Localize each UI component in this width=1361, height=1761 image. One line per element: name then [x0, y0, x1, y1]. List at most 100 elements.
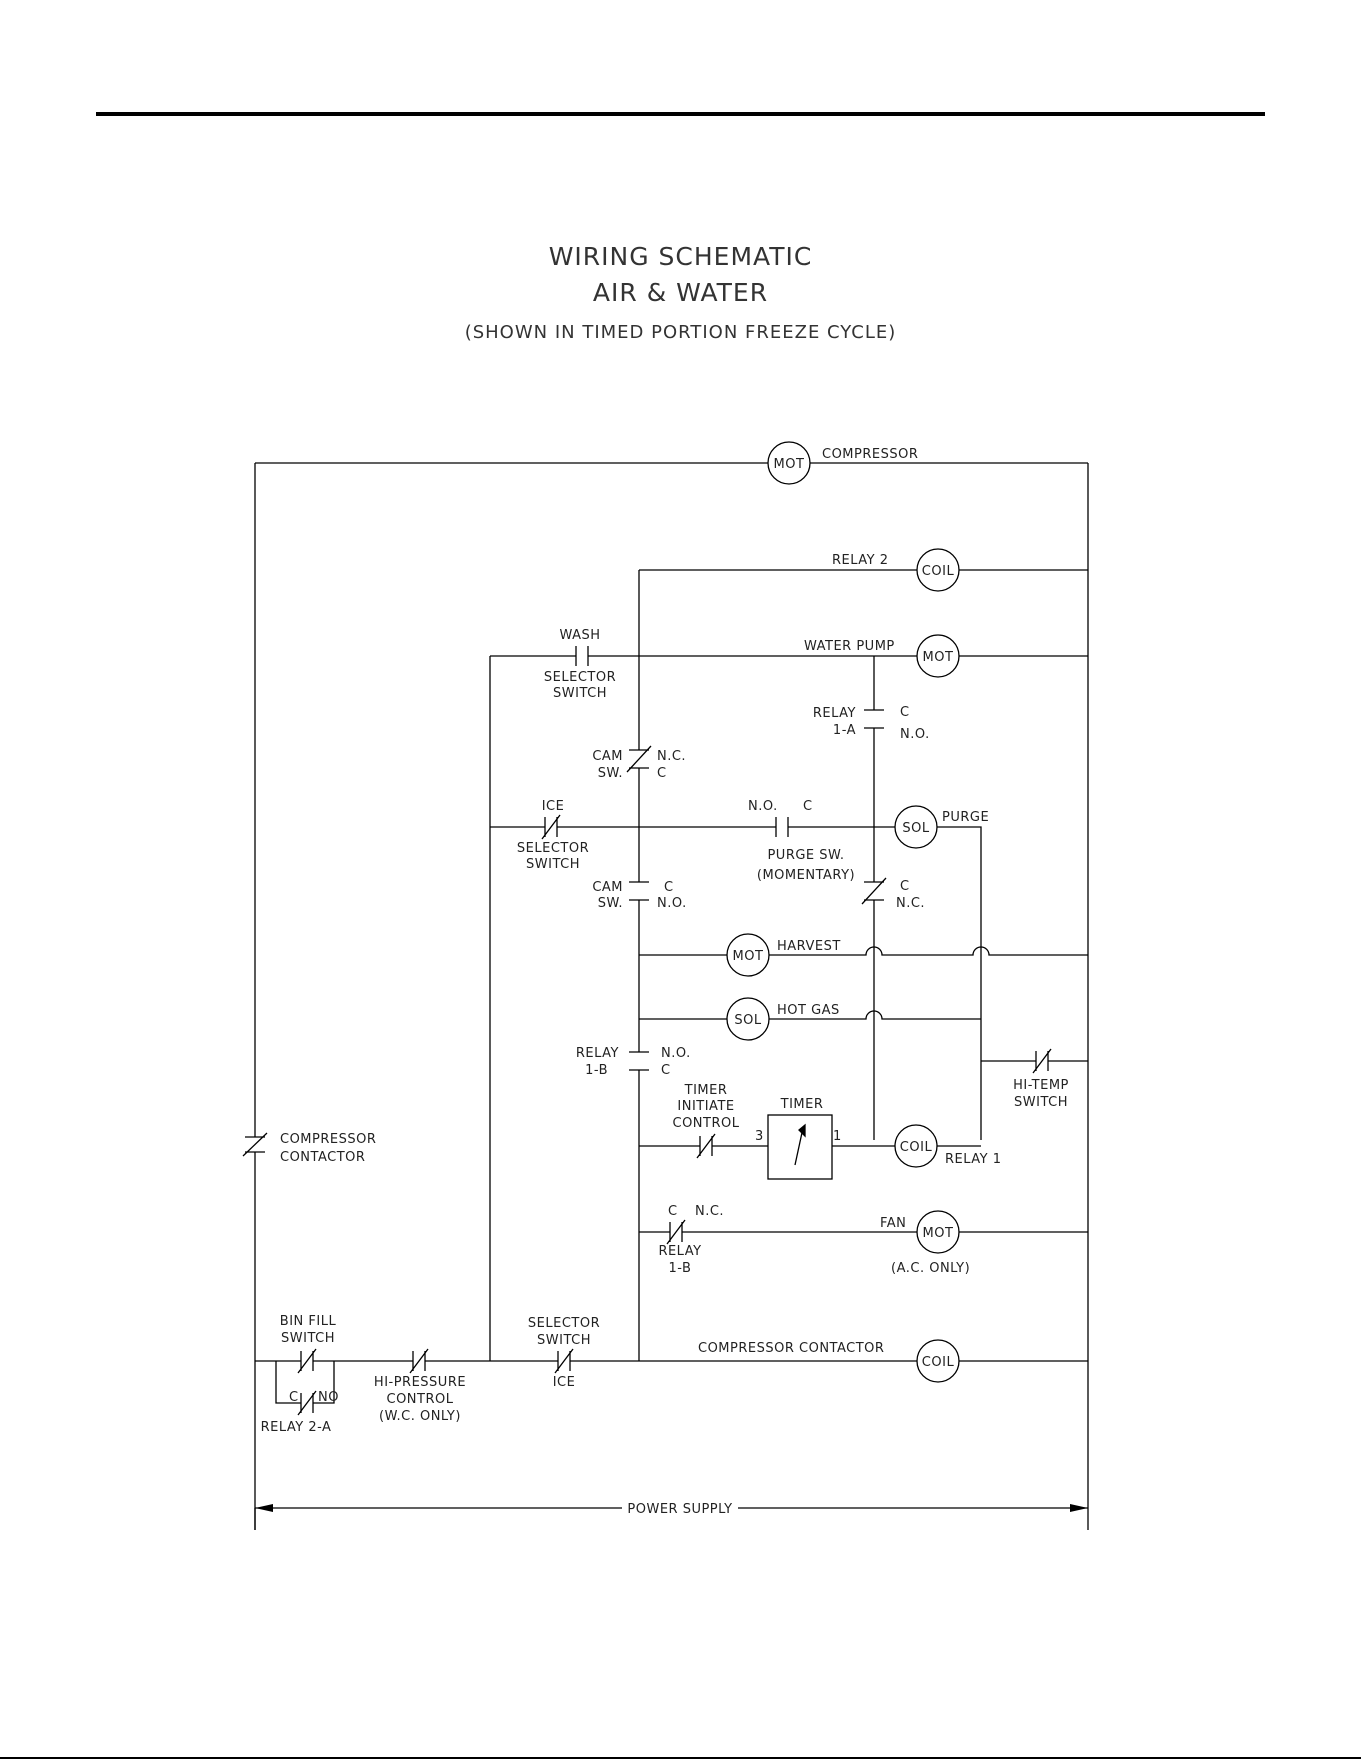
timer-initiate-1: TIMER [684, 1083, 728, 1098]
relay-1a-contact [864, 709, 884, 729]
ice-selector-label-1: SELECTOR [517, 841, 589, 856]
wash-selector-label-2: SWITCH [553, 686, 607, 701]
hi-pressure-contact [409, 1348, 429, 1374]
diagram-note: (SHOWN IN TIMED PORTION FREEZE CYCLE) [464, 322, 897, 343]
relay1-label: RELAY 1 [945, 1152, 1002, 1167]
cam1-pin-2: C [657, 766, 667, 781]
cam-switch-2-contact [629, 881, 649, 901]
compressor-label: COMPRESSOR [822, 447, 918, 462]
cam2-label-1: CAM [592, 880, 623, 895]
bottom-rule [0, 1757, 1361, 1759]
relay2-coil-text: COIL [922, 564, 955, 579]
fan-relay-pin-2: N.C. [695, 1204, 724, 1219]
water-pump-motor-circle [916, 634, 960, 678]
cam-switch-1-contact [626, 745, 652, 773]
purge-solenoid-circle [894, 805, 938, 849]
hot-gas-sol-text: SOL [734, 1013, 761, 1028]
arrow-left [255, 1504, 273, 1512]
bin-fill-label-2: SWITCH [281, 1331, 335, 1346]
compressor-contactor-coil-circle [916, 1339, 960, 1383]
ice-label: ICE [542, 799, 565, 814]
fan-note: (A.C. ONLY) [891, 1261, 970, 1276]
purge-sw-pin-2: C [803, 799, 813, 814]
wash-selector-contact [575, 646, 589, 666]
purge-sw-label-2: (MOMENTARY) [757, 868, 855, 883]
selector-ice-label-2: SWITCH [537, 1333, 591, 1348]
selector-ice-label-1: SELECTOR [528, 1316, 600, 1331]
fan-label: FAN [880, 1216, 906, 1231]
nc-right-contact [861, 877, 887, 905]
timer-initiate-contact [696, 1133, 716, 1159]
relay-2a-contact [297, 1390, 317, 1416]
compressor-contactor-label-2: CONTACTOR [280, 1150, 365, 1165]
compressor-contactor-label-1: COMPRESSOR [280, 1132, 376, 1147]
hot-gas-label: HOT GAS [777, 1003, 840, 1018]
relay2a-pin-c: C [289, 1390, 299, 1405]
fan-relay-label-2: 1-B [669, 1261, 692, 1276]
nc-right-pin-2: N.C. [896, 896, 925, 911]
relay1b-pin-1: N.O. [661, 1046, 691, 1061]
diagram-subtitle: AIR & WATER [592, 278, 769, 307]
hi-pressure-label-2: CONTROL [387, 1392, 454, 1407]
timer-initiate-2: INITIATE [677, 1099, 734, 1114]
hi-temp-contact [1032, 1048, 1052, 1074]
fan-relay-pin-1: C [668, 1204, 678, 1219]
power-supply-label: POWER SUPPLY [627, 1502, 732, 1517]
water-pump-label: WATER PUMP [804, 639, 895, 654]
relay1a-label-1: RELAY [813, 706, 856, 721]
purge-label: PURGE [942, 810, 989, 825]
fan-relay-contact [666, 1219, 686, 1245]
hi-temp-label-2: SWITCH [1014, 1095, 1068, 1110]
relay-2a-label: RELAY 2-A [261, 1420, 332, 1435]
cc-coil-label: COMPRESSOR CONTACTOR [698, 1341, 884, 1356]
timer-needle [794, 1127, 804, 1166]
hi-pressure-label-3: (W.C. ONLY) [379, 1409, 461, 1424]
cam1-label-1: CAM [592, 749, 623, 764]
timer-box [767, 1114, 833, 1180]
compressor-mot-text: MOT [774, 457, 805, 472]
timer-pin3: 3 [755, 1129, 764, 1144]
hot-gas-solenoid-circle [726, 997, 770, 1041]
bin-fill-label-1: BIN FILL [280, 1314, 337, 1329]
water-pump-mot-text: MOT [923, 650, 954, 665]
timer-label: TIMER [780, 1097, 824, 1112]
relay2a-pin-no: NO [318, 1390, 339, 1405]
wash-selector-label-1: SELECTOR [544, 670, 616, 685]
relay1b-label-2: 1-B [585, 1063, 608, 1078]
cam1-label-2: SW. [598, 766, 623, 781]
compressor-motor-circle [767, 441, 811, 485]
ice-selector-contact [541, 814, 561, 840]
hi-pressure-label-1: HI-PRESSURE [374, 1375, 466, 1390]
harvest-mot-text: MOT [733, 949, 764, 964]
relay2-label: RELAY 2 [832, 553, 889, 568]
cam1-pin-1: N.C. [657, 749, 686, 764]
nc-right-pin-1: C [900, 879, 910, 894]
cam2-pin-1: C [664, 880, 674, 895]
relay1-coil-circle [894, 1124, 938, 1168]
relay2-coil-circle [916, 548, 960, 592]
relay1b-label-1: RELAY [576, 1046, 619, 1061]
cam2-label-2: SW. [598, 896, 623, 911]
relay-1b-contact [629, 1051, 649, 1071]
diagram-title: WIRING SCHEMATIC [548, 242, 813, 271]
relay1a-pin-1: C [900, 705, 910, 720]
ice-selector-label-2: SWITCH [526, 857, 580, 872]
arrow-right [1070, 1504, 1088, 1512]
harvest-label: HARVEST [777, 939, 841, 954]
fan-motor-circle [916, 1210, 960, 1254]
top-rule [96, 112, 1265, 116]
harvest-motor-circle [726, 933, 770, 977]
cc-coil-text: COIL [922, 1355, 955, 1370]
relay1a-pin-2: N.O. [900, 727, 930, 742]
timer-initiate-3: CONTROL [673, 1116, 740, 1131]
purge-sol-text: SOL [902, 821, 929, 836]
timer-pin1: 1 [833, 1129, 842, 1144]
relay1b-pin-2: C [661, 1063, 671, 1078]
selector-ice-label-3: ICE [553, 1375, 576, 1390]
bin-fill-contact [297, 1348, 317, 1374]
fan-relay-label-1: RELAY [658, 1244, 701, 1259]
selector-ice-contact [554, 1348, 574, 1374]
compressor-contactor-contact [242, 1132, 268, 1157]
purge-sw-label-1: PURGE SW. [767, 848, 844, 863]
